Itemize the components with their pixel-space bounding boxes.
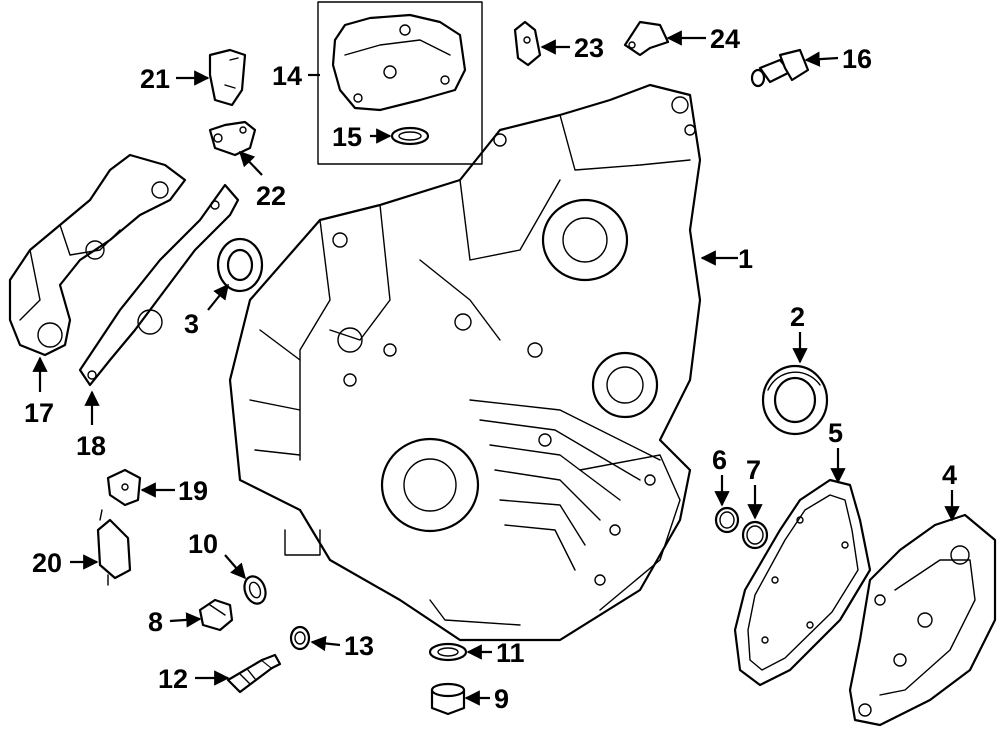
callout-10: 10 [188,529,218,559]
callout-5: 5 [828,418,843,448]
snap-ring-6[interactable] [714,506,740,534]
callout-21: 21 [140,64,170,94]
drain-plug-9[interactable] [430,682,466,716]
bracket-23[interactable] [513,20,542,67]
callout-15: 15 [332,122,362,152]
callout-3: 3 [184,309,199,339]
callout-7: 7 [746,455,761,485]
callout-12: 12 [158,664,188,694]
washer-11[interactable] [428,642,468,662]
callout-22: 22 [256,181,286,211]
plate-18[interactable] [78,183,240,387]
bracket-21[interactable] [208,48,247,107]
callout-2: 2 [790,302,805,332]
sensor-16[interactable] [750,48,810,88]
bracket-22[interactable] [208,120,257,157]
callout-4: 4 [942,460,957,490]
callout-labels: 1 2 3 4 5 6 7 8 9 10 11 12 13 14 15 16 1… [24,24,957,714]
callout-6: 6 [712,445,727,475]
callout-23: 23 [574,33,604,63]
cover-14[interactable] [331,13,467,112]
oil-seal-2[interactable] [761,364,829,436]
oil-seal-3[interactable] [216,237,264,293]
callout-11: 11 [496,638,525,668]
callout-9: 9 [494,684,509,714]
transaxle-housing[interactable] [228,83,702,642]
callout-19: 19 [178,476,208,506]
leader-lines [32,30,960,706]
snap-ring-7[interactable] [741,520,769,550]
callout-13: 13 [344,631,374,661]
callout-17: 17 [24,398,54,428]
bracket-20[interactable] [96,509,132,586]
callout-14: 14 [272,61,302,91]
plug-8[interactable] [198,598,234,632]
sensor-12[interactable] [226,653,282,694]
inset-box-14 [317,1,483,165]
callout-1: 1 [738,244,753,274]
callout-8: 8 [148,607,163,637]
callout-16: 16 [842,44,872,74]
callout-20: 20 [32,548,62,578]
callout-18: 18 [76,431,106,461]
callout-24: 24 [710,24,740,54]
o-ring-15[interactable] [390,126,430,146]
side-cover-4[interactable] [848,513,997,727]
clip-19[interactable] [106,468,142,507]
washer-10[interactable] [241,573,269,606]
gasket-5[interactable] [733,478,872,687]
washer-13[interactable] [289,625,311,651]
bracket-24[interactable] [623,20,670,57]
mount-bracket-17[interactable] [8,153,187,357]
